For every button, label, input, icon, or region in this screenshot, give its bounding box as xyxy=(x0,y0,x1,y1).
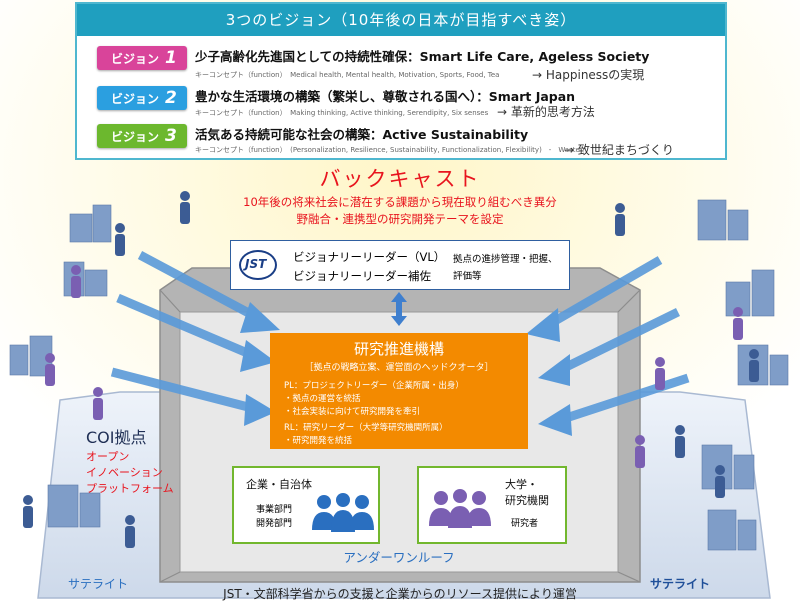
company-dept-1: 事業部門 xyxy=(256,505,293,515)
university-people-icon xyxy=(429,489,491,528)
vision-title: 3つのビジョン（10年後の日本が目指すべき姿） xyxy=(77,4,725,36)
vl-assistant: ビジョナリーリーダー補佐 xyxy=(293,269,431,283)
satellite-left-label: サテライト xyxy=(68,577,129,591)
coi-line-3: プラットフォーム xyxy=(86,482,174,495)
backcast-line-2: 野融合・連携型の研究開発テーマを設定 xyxy=(296,212,504,226)
bottom-caption: JST・文部科学省からの支援と企業からのリソース提供により運営 xyxy=(223,587,577,601)
rl-bullet-1: ・研究開発を統括 xyxy=(284,436,353,446)
vision-1-outcome: → Happinessの実現 xyxy=(532,68,645,82)
backcast-title: バックキャスト xyxy=(319,167,481,191)
vision-2-outcome: → 革新的思考方法 xyxy=(497,105,595,119)
university-box: 大学・ 研究機関 研究者 xyxy=(417,466,567,544)
company-people-icon xyxy=(312,493,374,532)
vision-2-heading: 豊かな生活環境の構築（繁栄し、尊敬される国へ）：Smart Japan xyxy=(195,89,576,104)
coi-title: COI拠点 xyxy=(86,428,147,447)
research-sub: ［拠点の戦略立案、運営面のヘッドクオータ］ xyxy=(304,363,494,373)
vision-1-key: キーコンセプト（function） Medical health, Mental… xyxy=(195,71,500,79)
coi-line-1: オープン xyxy=(86,450,130,463)
company-title: 企業・自治体 xyxy=(246,478,312,491)
coi-line-2: イノベーション xyxy=(86,466,163,479)
vision-2-key: キーコンセプト（function） Making thinking, Activ… xyxy=(195,109,489,117)
research-box: 研究推進機構 ［拠点の戦略立案、運営面のヘッドクオータ］ PL：プロジェクトリー… xyxy=(270,333,528,449)
satellite-right-label: サテライト xyxy=(650,577,711,591)
research-title: 研究推進機構 xyxy=(353,340,444,358)
university-title-2: 研究機関 xyxy=(505,494,549,507)
jst-note-2: 評価等 xyxy=(453,271,482,282)
company-box: 企業・自治体 事業部門 開発部門 xyxy=(232,466,380,544)
pl-line: PL：プロジェクトリーダー（企業所属・出身） xyxy=(284,381,464,391)
vision-1-heading: 少子高齢化先進国としての持続性確保：Smart Life Care, Agele… xyxy=(195,49,650,64)
pl-bullet-1: ・拠点の運営を統括 xyxy=(284,394,361,404)
jst-box: JST ビジョナリーリーダー（VL） ビジョナリーリーダー補佐 拠点の進捗管理・… xyxy=(230,240,570,290)
vision-3-outcome: → 致世紀まちづくり xyxy=(564,143,674,157)
vision-3-key: キーコンセプト（function） (Personalization, Resi… xyxy=(195,146,580,154)
backcast-line-1: 10年後の将来社会に潜在する課題から現在取り組むべき異分 xyxy=(243,195,557,209)
jst-logo: JST xyxy=(239,250,277,280)
company-dept-2: 開発部門 xyxy=(256,519,293,529)
rl-line: RL：研究リーダー（大学等研究機関所属） xyxy=(284,423,448,433)
university-role: 研究者 xyxy=(511,519,539,529)
jst-note-1: 拠点の進捗管理・把握、 xyxy=(453,254,558,265)
under-one-roof: アンダーワンルーフ xyxy=(343,550,455,565)
vl-title: ビジョナリーリーダー（VL） xyxy=(293,250,446,264)
university-title-1: 大学・ xyxy=(505,478,538,491)
pl-bullet-2: ・社会実装に向けて研究開発を牽引 xyxy=(284,407,421,417)
vision-3-heading: 活気ある持続可能な社会の構築：Active Sustainability xyxy=(195,127,529,142)
